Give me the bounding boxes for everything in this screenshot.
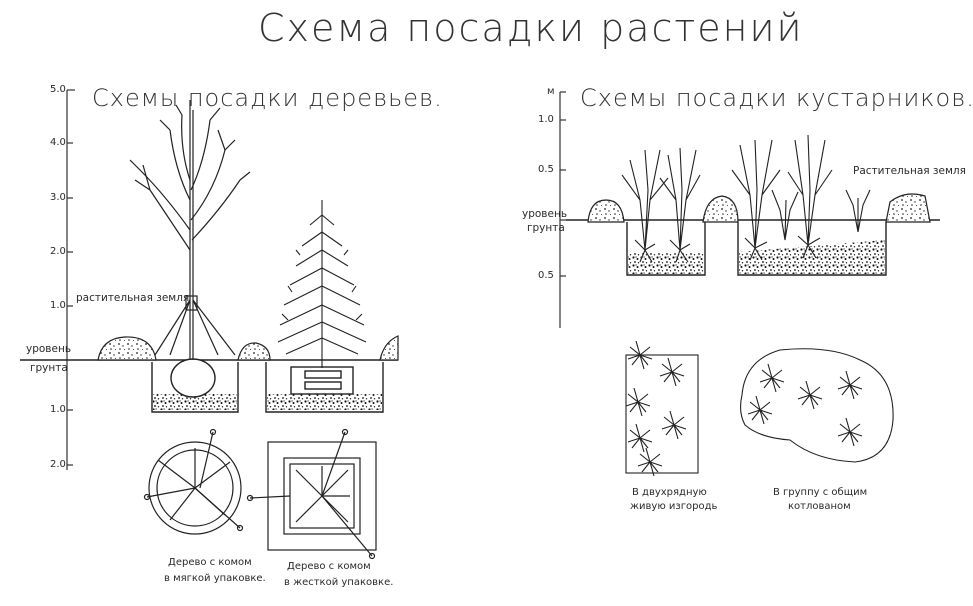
soil-mound bbox=[702, 195, 739, 223]
caption-hedge: В двухрядную bbox=[632, 487, 707, 498]
caption-hard: в жесткой упаковке. bbox=[284, 577, 394, 588]
group-plan bbox=[739, 348, 894, 463]
trees-section-title: Схемы посадки деревьев. bbox=[92, 84, 443, 112]
shrub-scale-unit: м bbox=[547, 86, 555, 97]
plan-hard-rootball bbox=[246, 428, 377, 560]
shrub-pits bbox=[626, 222, 887, 276]
shrub-scale-label: 0.5 bbox=[538, 270, 554, 281]
tree-scale-bar bbox=[66, 89, 75, 470]
shrub-plants bbox=[621, 134, 871, 263]
tree-pit-soft bbox=[151, 358, 239, 413]
caption-hedge: живую изгородь bbox=[630, 501, 718, 512]
shrub-scale-bar bbox=[559, 91, 566, 328]
shrub-ground-label: уровень bbox=[522, 208, 568, 220]
tree-ground-label: грунта bbox=[30, 362, 68, 374]
hedge-plan bbox=[625, 340, 699, 477]
main-title: Схема посадки растений bbox=[258, 6, 804, 50]
tree-scale-label: 2.0 bbox=[50, 459, 66, 470]
tree-soil-label: растительная земля bbox=[76, 292, 190, 304]
shrubs-section-title: Схемы посадки кустарников. bbox=[580, 84, 973, 112]
tree-pit-hard bbox=[265, 362, 384, 413]
shrub-scale-label: 1.0 bbox=[538, 114, 554, 125]
soil-mound bbox=[587, 199, 625, 223]
shrub-scale-label: 0.5 bbox=[538, 164, 554, 175]
shrub-ground-label: грунта bbox=[527, 222, 565, 234]
conifer-tree bbox=[277, 200, 367, 368]
caption-soft: Дерево с комом bbox=[168, 557, 252, 568]
soil-mound bbox=[379, 335, 399, 361]
soil-mound bbox=[237, 342, 271, 361]
soil-mound bbox=[97, 336, 157, 361]
shrub-soil-label: Растительная земля bbox=[853, 165, 966, 177]
plan-soft-rootball bbox=[143, 428, 244, 535]
tree-scale-label: 3.0 bbox=[50, 192, 66, 203]
tree-ground-label: уровень bbox=[26, 343, 72, 355]
caption-group: котлованом bbox=[788, 501, 851, 512]
soil-mound bbox=[885, 193, 931, 223]
tree-scale-label: 4.0 bbox=[50, 137, 66, 148]
caption-hard: Дерево с комом bbox=[287, 561, 371, 572]
caption-group: В группу с общим bbox=[773, 487, 868, 498]
deciduous-tree bbox=[129, 100, 251, 360]
tree-scale-label: 1.0 bbox=[50, 404, 66, 415]
caption-soft: в мягкой упаковке. bbox=[164, 573, 266, 584]
tree-scale-label: 2.0 bbox=[50, 246, 66, 257]
tree-scale-label: 5.0 bbox=[50, 84, 66, 95]
tree-scale-label: 1.0 bbox=[50, 300, 66, 311]
